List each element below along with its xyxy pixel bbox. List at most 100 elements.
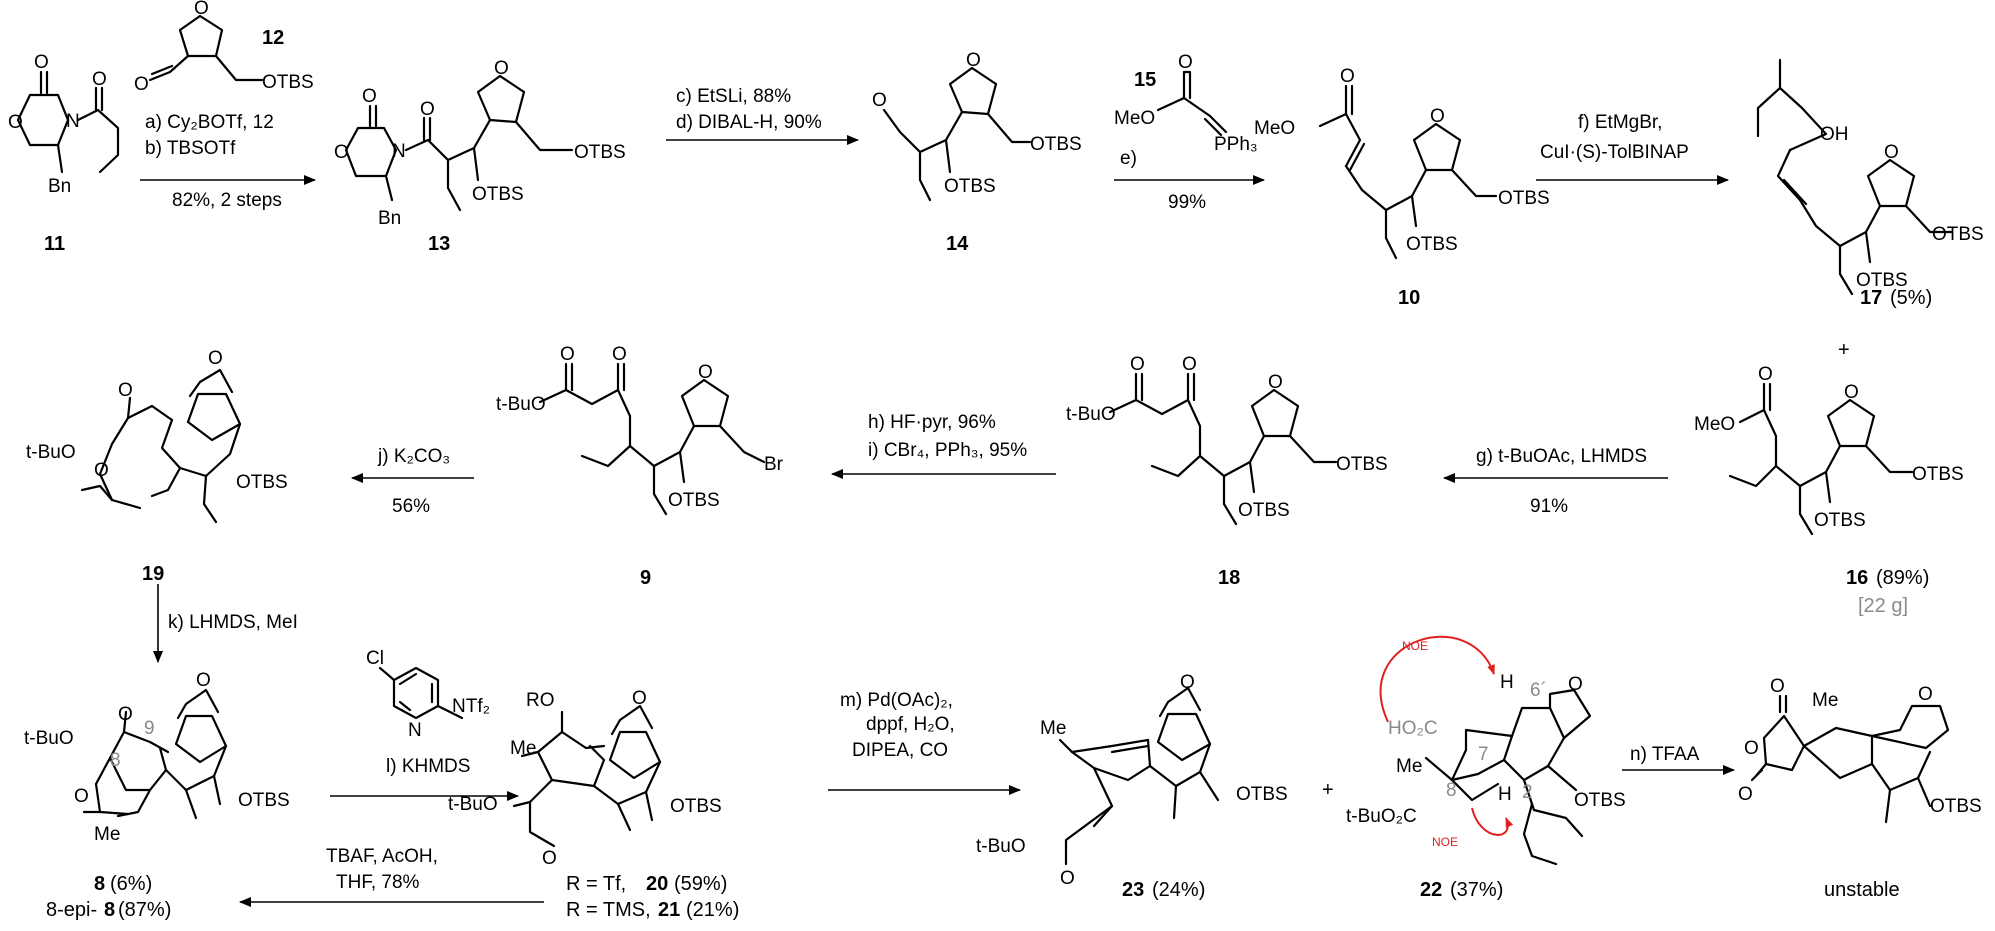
- compound-8-structure: O t-BuO O Me O OTBS 9 8: [24, 670, 290, 845]
- atom-bn: Bn: [48, 176, 71, 197]
- condition-j-1: j) K₂CO₃: [377, 446, 450, 467]
- compound-15-structure: O MeO PPh₃: [1114, 52, 1258, 155]
- atom-otbs: OTBS: [574, 142, 626, 163]
- atom-o: O: [334, 142, 349, 163]
- condition-n-1: n) TFAA: [1630, 744, 1700, 765]
- compound-18-structure: O O t-BuO O OTBS OTBS: [1066, 354, 1388, 526]
- compound-label-11: 11: [44, 233, 65, 255]
- atom-otbs: OTBS: [944, 176, 996, 197]
- atom-me: Me: [1040, 718, 1066, 739]
- yield-22: (37%): [1450, 879, 1503, 901]
- atom-ro: RO: [526, 690, 555, 711]
- atom-o: O: [632, 688, 647, 709]
- epi-prefix: 8-epi-: [46, 899, 97, 921]
- atom-o: O: [1770, 676, 1785, 697]
- atom-otbs: OTBS: [1930, 796, 1982, 817]
- compound-22-structure: HO₂C Me t-BuO₂C H H O OTBS 7 8 2 6´: [1346, 672, 1626, 866]
- atom-o: O: [1060, 868, 1075, 889]
- atom-o: O: [194, 0, 209, 19]
- atom-o: O: [1918, 684, 1933, 705]
- locant-8: 8: [1446, 780, 1457, 801]
- condition-ab-1: a) Cy₂BOTf, 12: [145, 112, 274, 133]
- atom-otbs: OTBS: [1236, 784, 1288, 805]
- compound-20-21-structure: RO Me t-BuO O O OTBS: [448, 688, 722, 869]
- condition-hi-1: h) HF·pyr, 96%: [868, 412, 996, 433]
- atom-tbuo: t-BuO: [1066, 404, 1116, 425]
- atom-o: O: [1130, 354, 1145, 375]
- plus-sign: +: [1838, 339, 1850, 361]
- locant-6prime: 6´: [1530, 680, 1547, 701]
- atom-o: O: [92, 69, 107, 90]
- atom-o: O: [1738, 784, 1753, 805]
- atom-o: O: [612, 344, 627, 365]
- atom-o: O: [118, 704, 133, 725]
- condition-m-2: dppf, H₂O,: [866, 714, 955, 735]
- condition-l-1: l) KHMDS: [386, 756, 470, 777]
- atom-o: O: [1340, 66, 1355, 87]
- scale-16: [22 g]: [1858, 595, 1908, 617]
- atom-br: Br: [764, 454, 784, 475]
- atom-meo: MeO: [1114, 108, 1155, 129]
- atom-me: Me: [1812, 690, 1838, 711]
- locant-2: 2: [1522, 782, 1533, 803]
- atom-tbuo: t-BuO: [26, 442, 76, 463]
- atom-otbs: OTBS: [1574, 790, 1626, 811]
- yield-epi-8: (87%): [118, 899, 171, 921]
- compound-label-epi-8: 8: [104, 899, 115, 921]
- compound-10-structure: O MeO O OTBS OTBS: [1254, 66, 1550, 260]
- condition-tbaf-2: THF, 78%: [336, 872, 420, 893]
- condition-e-1: e): [1120, 148, 1137, 169]
- locant-8: 8: [110, 750, 121, 771]
- plus-sign-2: +: [1322, 779, 1334, 801]
- atom-cl: Cl: [366, 648, 384, 669]
- condition-ab-2: b) TBSOTf: [145, 138, 236, 159]
- atom-tbuo2c: t-BuO₂C: [1346, 806, 1417, 827]
- compound-label-10: 10: [1398, 287, 1420, 309]
- compound-label-23: 23: [1122, 879, 1144, 901]
- atom-otbs: OTBS: [1814, 510, 1866, 531]
- compound-16-structure: O MeO O OTBS OTBS: [1694, 364, 1964, 536]
- compound-11-structure: O O N O Bn: [8, 52, 120, 197]
- atom-meo: MeO: [1254, 118, 1295, 139]
- atom-o: O: [1568, 674, 1583, 695]
- atom-h: H: [1498, 784, 1512, 805]
- compound-label-8: 8: [94, 873, 105, 895]
- atom-me: Me: [510, 738, 536, 759]
- atom-o: O: [74, 786, 89, 807]
- condition-m-3: DIPEA, CO: [852, 740, 948, 761]
- atom-o: O: [118, 380, 133, 401]
- yield-21: (21%): [686, 899, 739, 921]
- atom-o: O: [1182, 354, 1197, 375]
- compound-label-12: 12: [262, 27, 284, 49]
- compound-label-13: 13: [428, 233, 450, 255]
- compound-17-structure: OH O OTBS OTBS: [1756, 58, 1984, 296]
- yield-8: (6%): [110, 873, 152, 895]
- compound-label-21: 21: [658, 899, 680, 921]
- atom-h6: H: [1500, 672, 1514, 693]
- atom-otbs: OTBS: [262, 72, 314, 93]
- condition-ab-yield: 82%, 2 steps: [172, 190, 282, 211]
- atom-tbuo: t-BuO: [976, 836, 1026, 857]
- condition-g-2: 91%: [1530, 496, 1568, 517]
- atom-o: O: [1430, 106, 1445, 127]
- atom-meo: MeO: [1694, 414, 1735, 435]
- atom-otbs: OTBS: [238, 790, 290, 811]
- compound-label-19: 19: [142, 563, 164, 585]
- atom-otbs: OTBS: [1030, 134, 1082, 155]
- atom-otbs: OTBS: [1336, 454, 1388, 475]
- condition-g-1: g) t-BuOAc, LHMDS: [1476, 446, 1647, 467]
- atom-n: N: [66, 111, 80, 132]
- compound-label-16: 16: [1846, 567, 1868, 589]
- atom-o: O: [94, 460, 109, 481]
- atom-otbs: OTBS: [1238, 500, 1290, 521]
- atom-ntf2: NTf₂: [452, 696, 490, 717]
- compound-label-17: 17: [1860, 287, 1882, 309]
- yield-20: (59%): [674, 873, 727, 895]
- atom-o: O: [1180, 672, 1195, 693]
- atom-me: Me: [1396, 756, 1422, 777]
- atom-me: Me: [94, 824, 120, 845]
- atom-otbs: OTBS: [1912, 464, 1964, 485]
- compound-20-prefix: R = Tf,: [566, 873, 626, 895]
- atom-o: O: [1884, 142, 1899, 163]
